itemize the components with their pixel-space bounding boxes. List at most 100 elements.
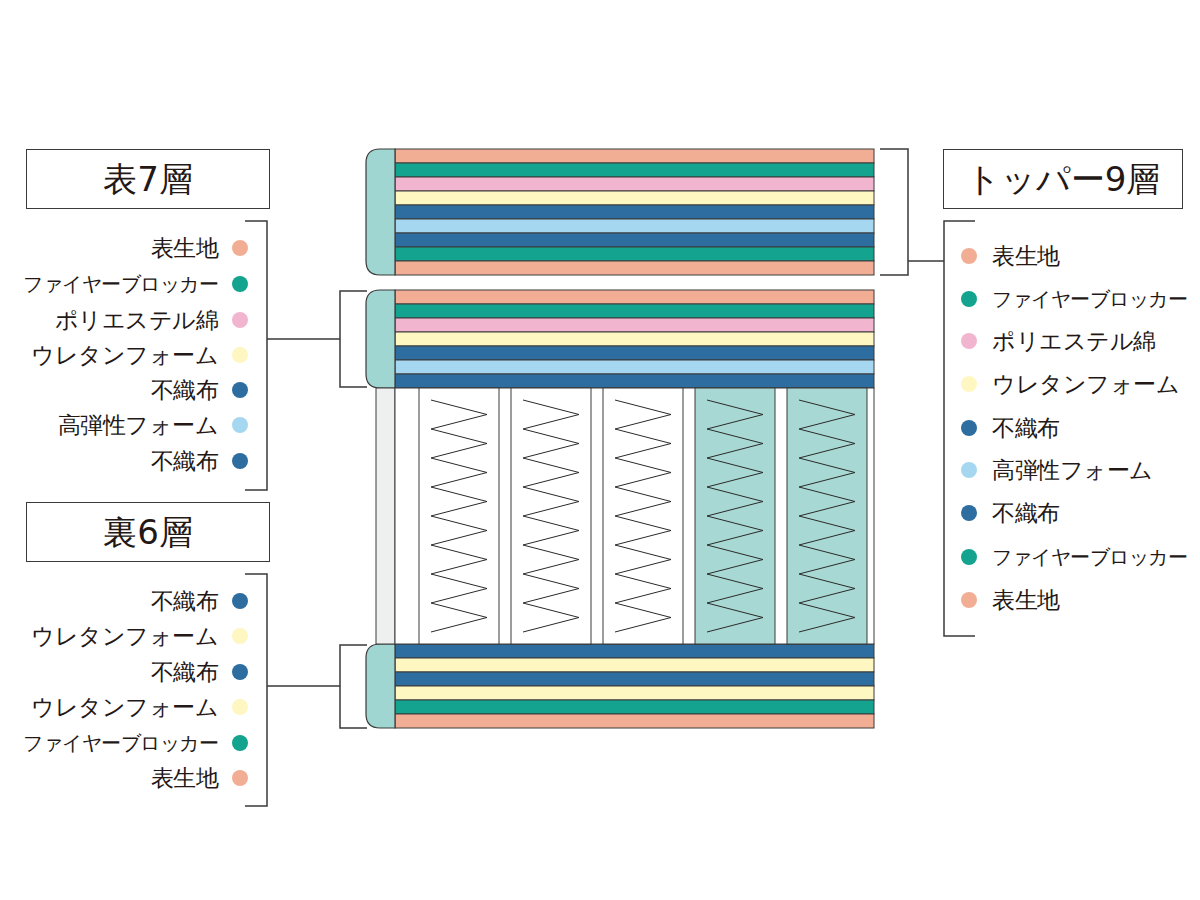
heading-text: 表7層	[103, 162, 193, 196]
pocket	[695, 388, 775, 644]
legend-row: ファイヤーブロッカー	[0, 542, 1200, 572]
coil	[431, 400, 487, 632]
layer-bands	[366, 149, 874, 728]
legend-swatch	[232, 453, 248, 469]
legend-text: ファイヤーブロッカー	[23, 269, 218, 299]
layer-band	[395, 318, 874, 332]
legend-swatch	[232, 382, 248, 398]
legend-row: 高弾性フォーム	[0, 455, 1200, 485]
legend-row: ポリエステル綿	[0, 326, 1200, 356]
spring-frame	[395, 388, 874, 644]
layer-band	[395, 304, 874, 318]
legend-text: 不織布	[992, 413, 1060, 443]
legend-swatch	[961, 291, 977, 307]
legend-swatch	[232, 628, 248, 644]
legend-row: 表生地	[0, 763, 1200, 793]
legend-swatch	[961, 248, 977, 264]
legend-row: ウレタンフォーム	[0, 369, 1200, 399]
legend-row: 不織布	[0, 657, 1200, 687]
legend-row: ウレタンフォーム	[0, 692, 1200, 722]
legend-swatch	[961, 333, 977, 349]
side-strip	[376, 388, 395, 644]
layer-band	[395, 205, 874, 219]
layer-band	[395, 247, 874, 261]
bracket	[245, 221, 367, 490]
legend-swatch	[232, 276, 248, 292]
legend-text: 表生地	[992, 585, 1060, 615]
layer-band	[395, 163, 874, 177]
legend-swatch	[961, 549, 977, 565]
legend-row: ファイヤーブロッカー	[0, 284, 1200, 314]
layer-band	[395, 332, 874, 346]
spring-units	[376, 388, 874, 644]
edge-cap	[366, 149, 395, 275]
coil	[615, 400, 671, 632]
layer-band	[395, 177, 874, 191]
legend-swatch	[961, 420, 977, 436]
legend-text: ファイヤーブロッカー	[992, 542, 1187, 572]
coil	[799, 400, 855, 632]
legend-swatch	[232, 699, 248, 715]
legend-row: ファイヤーブロッカー	[0, 728, 1200, 758]
layer-band	[395, 191, 874, 205]
coil	[707, 400, 763, 632]
legend-swatch	[232, 735, 248, 751]
layer-band	[395, 290, 874, 304]
legend-row: 表生地	[0, 585, 1200, 615]
legend-swatch	[961, 505, 977, 521]
legend-swatch	[961, 462, 977, 478]
legend-row: 不織布	[0, 413, 1200, 443]
legend-swatch	[232, 312, 248, 328]
legend-text: 不織布	[992, 498, 1060, 528]
legend-swatch	[232, 593, 248, 609]
legend-text: ウレタンフォーム	[31, 340, 218, 370]
layer-band	[395, 714, 874, 728]
heading-text: 裏6層	[103, 515, 193, 549]
pocket	[419, 388, 499, 644]
layer-band	[395, 374, 874, 388]
legend-text: ウレタンフォーム	[31, 621, 218, 651]
legend-text: 表生地	[151, 233, 219, 263]
legend-swatch	[232, 347, 248, 363]
layer-band	[395, 672, 874, 686]
legend-row: 表生地	[0, 241, 1200, 271]
layer-band	[395, 346, 874, 360]
legend-text: ポリエステル綿	[55, 305, 219, 335]
legend-text: 表生地	[151, 763, 219, 793]
legend-text: ポリエステル綿	[992, 326, 1156, 356]
layer-band	[395, 149, 874, 163]
legend-text: 表生地	[992, 241, 1060, 271]
legend-swatch	[232, 770, 248, 786]
bracket	[880, 149, 975, 636]
legend-swatch	[232, 664, 248, 680]
legend-text: 不織布	[151, 586, 219, 616]
pocket	[603, 388, 683, 644]
heading-box: 裏6層	[26, 502, 270, 562]
legend-text: 不織布	[151, 375, 219, 405]
legend-text: ウレタンフォーム	[31, 692, 218, 722]
legend-row: 不織布	[0, 498, 1200, 528]
legend-text: ウレタンフォーム	[992, 369, 1179, 399]
legend-swatch	[232, 240, 248, 256]
legend-text: 不織布	[151, 446, 219, 476]
coil	[523, 400, 579, 632]
legend-swatch	[961, 592, 977, 608]
layer-band	[395, 658, 874, 672]
legend-swatch	[232, 417, 248, 433]
legend-text: 高弾性フォーム	[992, 455, 1153, 485]
legend-text: ファイヤーブロッカー	[992, 284, 1187, 314]
legend-text: ファイヤーブロッカー	[23, 728, 218, 758]
layer-band	[395, 644, 874, 658]
layer-band	[395, 219, 874, 233]
legend-text: 不織布	[151, 657, 219, 687]
heading-box: トッパー9層	[943, 149, 1183, 209]
bracket	[245, 574, 367, 806]
pocket	[511, 388, 591, 644]
brackets	[245, 149, 975, 806]
layer-band	[395, 360, 874, 374]
layer-band	[395, 233, 874, 247]
layer-band	[395, 700, 874, 714]
legend-swatch	[961, 376, 977, 392]
layer-band	[395, 686, 874, 700]
layer-band	[395, 261, 874, 275]
